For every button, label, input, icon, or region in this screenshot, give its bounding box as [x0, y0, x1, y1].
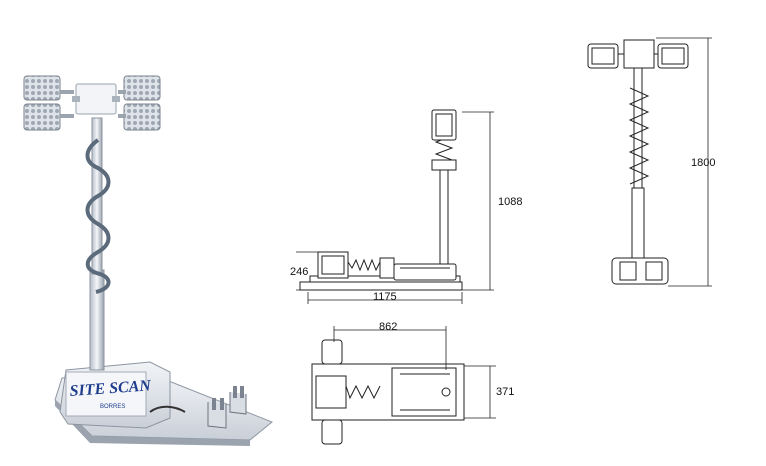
- led-panel-icon: [123, 75, 161, 101]
- dim-side-base-height: 246: [290, 266, 308, 278]
- dim-side-height: 1088: [498, 196, 522, 208]
- mount-bracket-icon: [207, 398, 227, 429]
- led-panel-icon: [23, 103, 61, 131]
- coil-cable-icon: [85, 138, 111, 294]
- brand-logo-text: SITE SCAN: [69, 377, 153, 400]
- mast-lower: [89, 269, 105, 371]
- front-view-drawing: [587, 37, 712, 287]
- top-view-drawing: [311, 326, 496, 445]
- dim-side-length: 1175: [373, 291, 397, 303]
- led-panel-icon: [23, 75, 61, 101]
- brand-sub-text: BORRES: [100, 404, 125, 410]
- power-cable-icon: [149, 405, 186, 413]
- led-panel-icon: [123, 103, 161, 131]
- side-view-drawing: [296, 109, 494, 304]
- light-head: [23, 75, 161, 131]
- product-render: SITE SCAN BORRES: [23, 75, 273, 446]
- dim-top-length: 862: [379, 321, 397, 333]
- dim-front-height: 1800: [691, 157, 715, 169]
- mount-bracket-icon: [229, 386, 247, 415]
- control-box: SITE SCAN BORRES: [59, 361, 171, 429]
- dim-top-width: 371: [496, 386, 514, 398]
